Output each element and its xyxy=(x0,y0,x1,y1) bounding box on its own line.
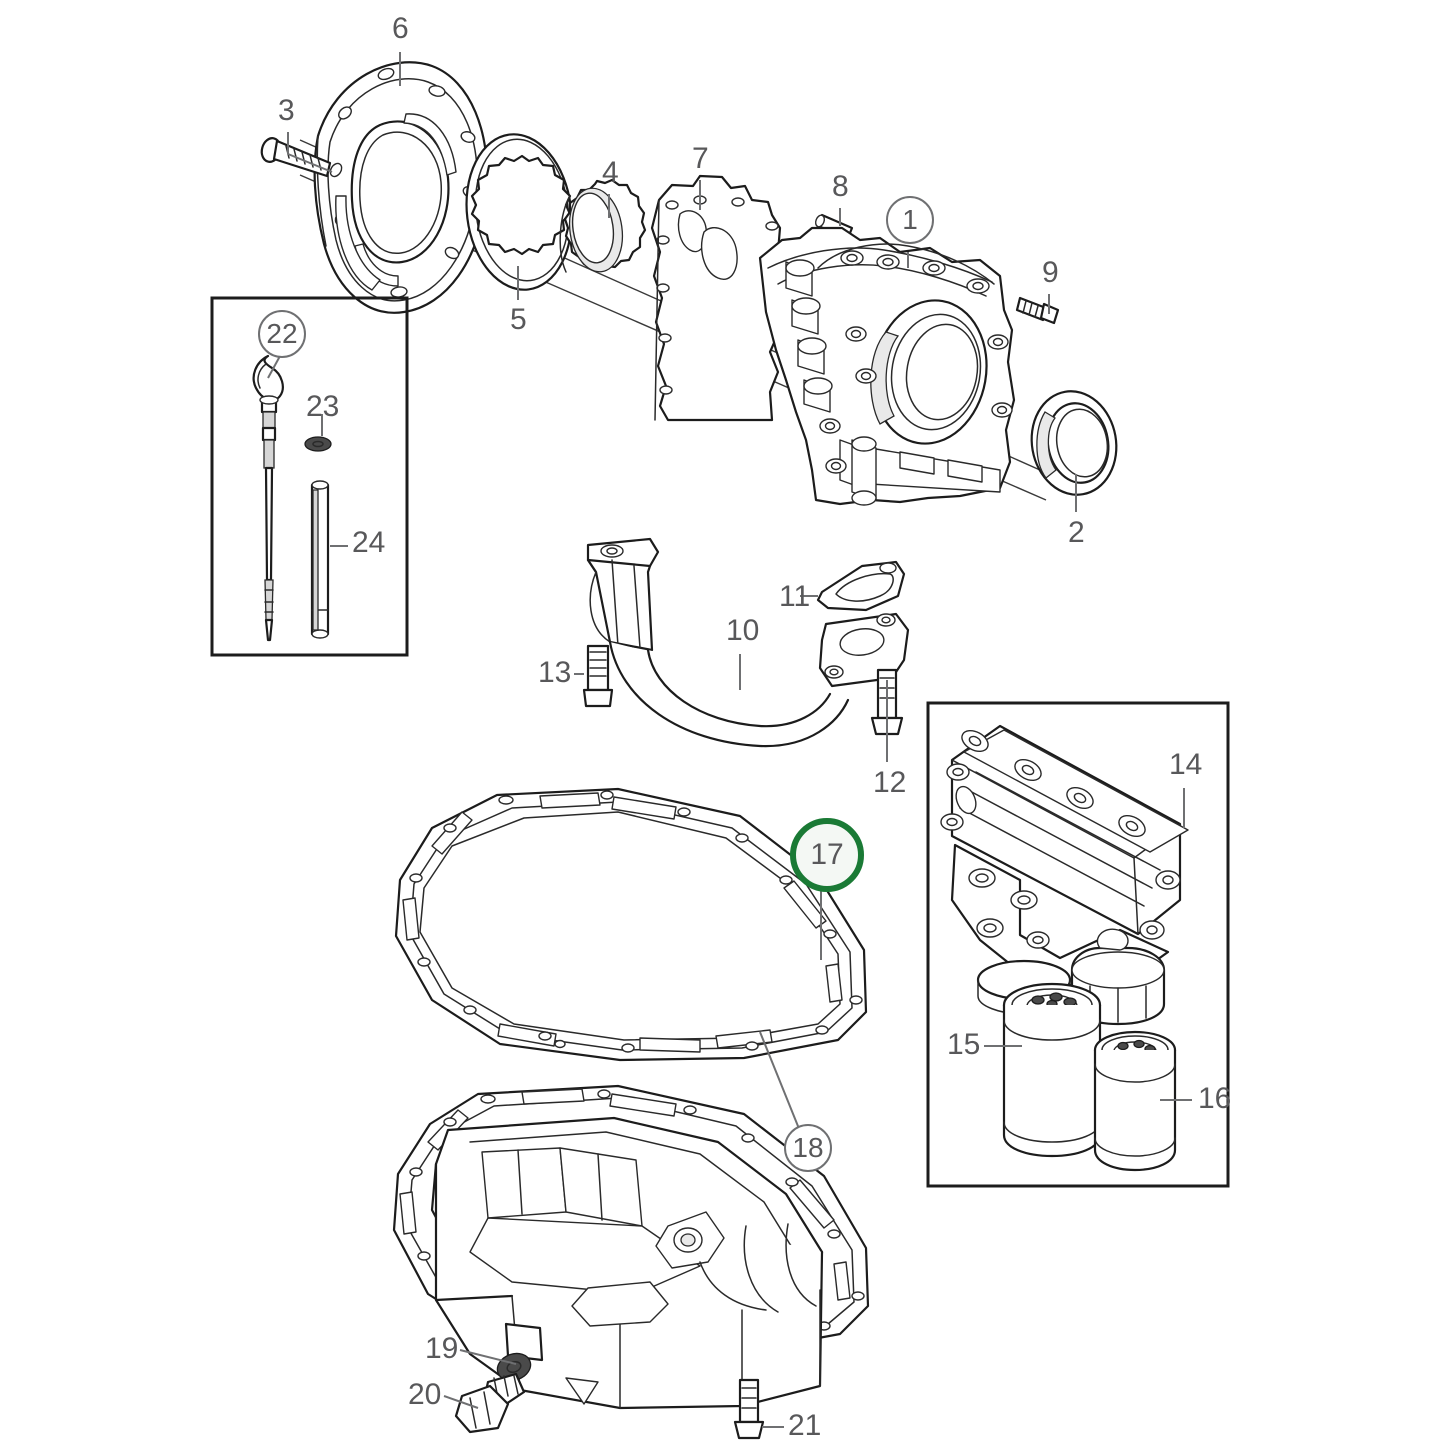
part-15-oil-filter-full-flow xyxy=(1002,982,1102,1158)
callout-label-2: 2 xyxy=(1068,516,1085,549)
callout-label-3: 3 xyxy=(278,94,295,127)
callout-bubble-17-text: 17 xyxy=(810,838,844,871)
callout-label-24: 24 xyxy=(352,526,386,559)
part-19-drain-plug-seal-washer xyxy=(496,1352,532,1382)
part-2-crankshaft-oil-seal xyxy=(1030,390,1118,496)
part-4-inner-rotor xyxy=(559,178,647,273)
part-20-oil-drain-plug xyxy=(454,1372,526,1434)
callout-bubble-1[interactable]: 1 xyxy=(886,196,934,244)
part-6-pump-cover-plate xyxy=(313,61,488,314)
callout-bubble-18-text: 18 xyxy=(792,1132,824,1163)
dipstick-inset-group xyxy=(210,296,409,657)
part-7-oil-pump-gasket xyxy=(650,174,790,422)
part-23-dipstick-o-ring xyxy=(304,436,332,452)
part-22-oil-dipstick xyxy=(252,354,284,642)
callout-label-10: 10 xyxy=(726,614,760,647)
part-10-oil-suction-pipe xyxy=(586,537,910,748)
callout-label-6: 6 xyxy=(392,12,409,45)
part-18-oil-pan-sump xyxy=(392,1084,870,1410)
part-13-bracket-bolt xyxy=(582,644,614,708)
part-17-oil-pan-gasket xyxy=(394,787,868,1062)
callout-bubble-1-text: 1 xyxy=(902,204,918,235)
callout-label-23: 23 xyxy=(306,390,340,423)
part-14-oil-cooler-housing xyxy=(940,724,1189,1026)
part-11-suction-pipe-gasket xyxy=(816,560,906,612)
callout-label-14: 14 xyxy=(1169,748,1203,781)
part-16-oil-filter-bypass xyxy=(1093,1030,1177,1172)
part-9-bolt xyxy=(1015,296,1060,325)
callout-bubble-18[interactable]: 18 xyxy=(784,1124,832,1172)
callout-bubble-22-text: 22 xyxy=(266,318,298,349)
part-1-oil-pump-housing xyxy=(758,226,1016,506)
callout-label-11: 11 xyxy=(779,580,811,613)
callout-label-8: 8 xyxy=(832,170,849,203)
callout-bubble-22[interactable]: 22 xyxy=(258,310,306,358)
callout-label-19: 19 xyxy=(425,1332,459,1365)
callout-label-16: 16 xyxy=(1198,1082,1232,1115)
callout-label-13: 13 xyxy=(538,656,572,689)
callout-label-4: 4 xyxy=(602,156,619,189)
callout-label-7: 7 xyxy=(692,142,709,175)
callout-label-12: 12 xyxy=(873,766,907,799)
part-24-dipstick-guide-tube xyxy=(310,480,330,639)
callout-label-5: 5 xyxy=(510,303,527,336)
callout-label-9: 9 xyxy=(1042,256,1059,289)
callout-label-15: 15 xyxy=(947,1028,981,1061)
oil-cooler-inset-group xyxy=(926,701,1230,1188)
callout-label-21: 21 xyxy=(788,1409,822,1442)
callout-label-20: 20 xyxy=(408,1378,442,1411)
part-21-oil-pan-bolt xyxy=(733,1378,765,1440)
callout-bubble-17-highlighted[interactable]: 17 xyxy=(790,818,864,892)
